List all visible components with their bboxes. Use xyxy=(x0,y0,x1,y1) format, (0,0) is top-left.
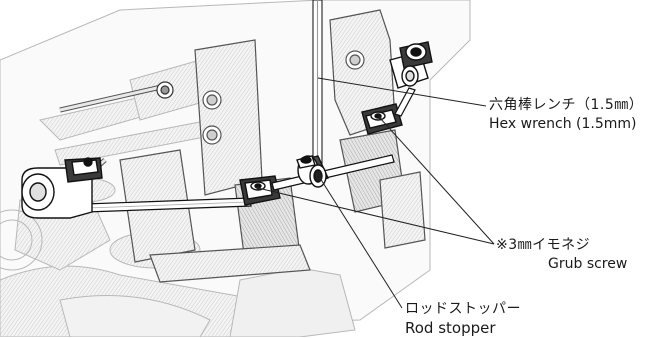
rod-stopper-label-en: Rod stopper xyxy=(405,319,496,337)
leader-lines xyxy=(257,77,495,309)
rod-stopper-label-ja: ロッドストッパー xyxy=(405,301,521,317)
hex-wrench-label-en: Hex wrench (1.5mm) xyxy=(489,116,637,132)
leader-anchors xyxy=(256,116,382,190)
grub-screw-callout: ※3㎜イモネジ Grub screw xyxy=(496,236,627,274)
rod-stopper-callout: ロッドストッパー Rod stopper xyxy=(405,300,521,338)
grub-screw-label-ja: ※3㎜イモネジ xyxy=(496,237,591,253)
leader-hex-wrench xyxy=(317,77,487,107)
grub-screw-label-en: Grub screw xyxy=(548,256,628,272)
top-right-rod-end xyxy=(389,41,433,89)
hex-wrench xyxy=(312,0,323,176)
hex-wrench-callout: 六角棒レンチ（1.5㎜） Hex wrench (1.5mm) xyxy=(489,96,643,134)
middle-rod-end xyxy=(239,175,281,206)
leader-rod-stopper xyxy=(319,177,403,309)
chassis-towers xyxy=(119,9,426,283)
leader-grub-screw-2 xyxy=(379,117,495,245)
upper-link-rod xyxy=(394,87,416,117)
left-rod-end xyxy=(21,157,103,219)
leader-grub-screw-1 xyxy=(257,187,495,245)
hex-wrench-label-ja: 六角棒レンチ（1.5㎜） xyxy=(489,97,644,113)
